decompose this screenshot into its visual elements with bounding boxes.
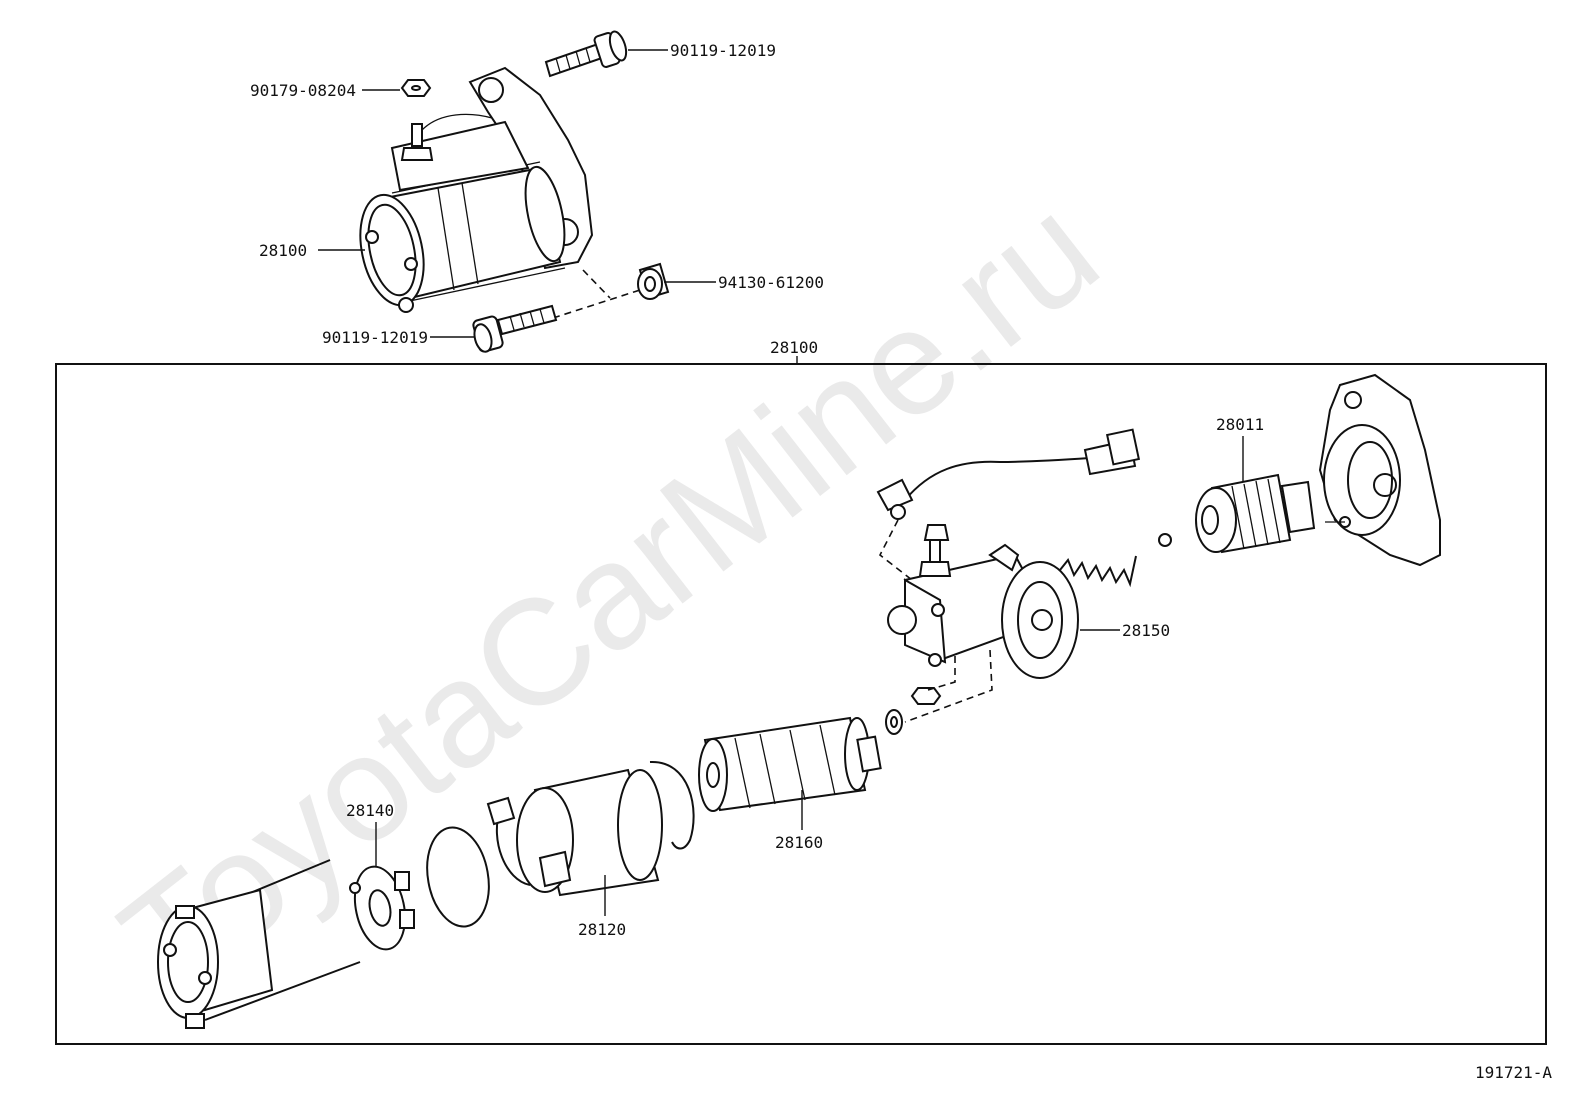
pinion-clutch [1195, 473, 1316, 554]
bolt-upper [544, 30, 628, 78]
starter-assembly-top [359, 66, 594, 313]
label-bolt-upper: 90119-12019 [670, 41, 776, 60]
label-yoke: 28120 [578, 920, 626, 939]
o-ring [426, 826, 490, 928]
compression-spring [1059, 555, 1137, 588]
nut [400, 79, 432, 97]
label-brush-holder: 28140 [346, 801, 394, 820]
washer [885, 709, 903, 735]
label-box-header: 28100 [770, 338, 818, 357]
armature [698, 716, 882, 812]
retainer-ring [649, 760, 695, 850]
label-bolt-lower: 90119-12019 [322, 328, 428, 347]
bolt-lower [472, 304, 558, 353]
steel-ball [1158, 533, 1172, 547]
label-collar: 94130-61200 [718, 273, 824, 292]
label-nut: 90179-08204 [250, 81, 356, 100]
yoke-field-frame [486, 768, 663, 897]
figure-id: 191721-A [1475, 1063, 1552, 1082]
magnet-switch [887, 524, 1079, 679]
collar [637, 262, 670, 300]
lead-wire [876, 428, 1141, 520]
exploded-view-frame [55, 363, 1547, 1045]
label-pinion-clutch: 28011 [1216, 415, 1264, 434]
label-armature: 28160 [775, 833, 823, 852]
label-starter-assy-top: 28100 [259, 241, 307, 260]
brush-holder [349, 865, 415, 951]
label-magnet-switch: 28150 [1122, 621, 1170, 640]
drive-housing [1318, 373, 1441, 567]
end-frame [157, 859, 361, 1029]
